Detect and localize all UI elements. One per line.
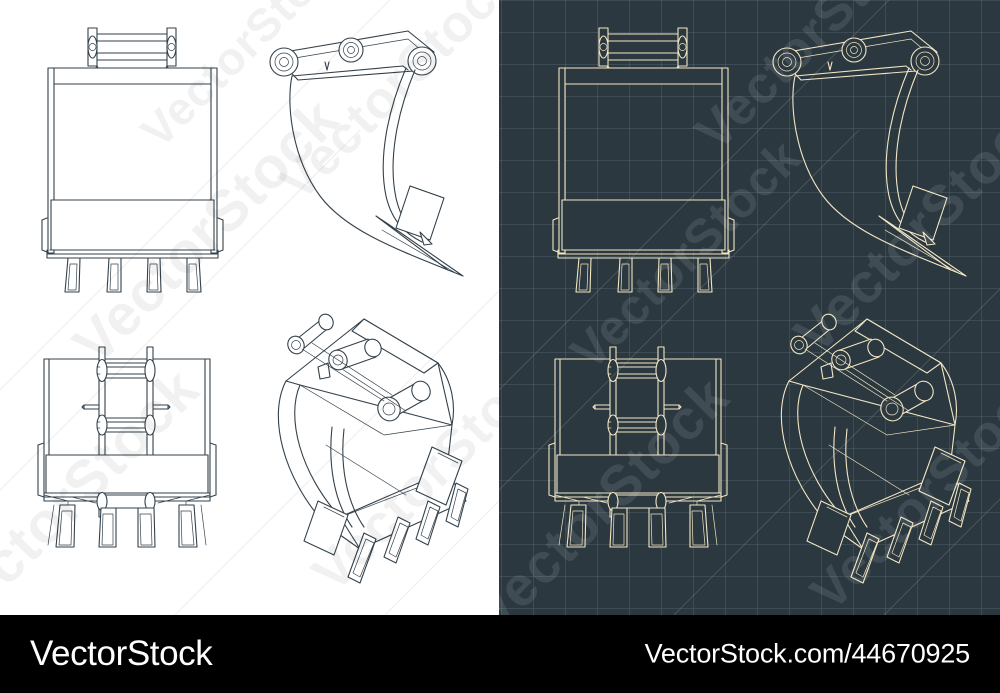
artwork-canvas: VectorStock VectorStock VectorStock Vect… <box>0 0 1000 615</box>
footer-bar: VectorStock VectorStock.com/44670925 <box>0 615 1000 693</box>
rear-view-drawing <box>34 345 234 573</box>
isometric-view-drawing-dark <box>759 305 997 595</box>
white-blueprint-panel: VectorStock VectorStock VectorStock Vect… <box>0 0 499 615</box>
side-view-drawing <box>258 18 486 286</box>
vectorstock-logo: VectorStock <box>30 634 213 673</box>
front-view-drawing-dark <box>541 22 746 293</box>
dark-blueprint-panel: VectorStock VectorStock VectorStock Vect… <box>499 0 1000 615</box>
isometric-view-drawing <box>256 305 494 595</box>
vectorstock-url: VectorStock.com/44670925 <box>644 638 971 669</box>
side-view-drawing-dark <box>761 18 989 286</box>
rear-view-drawing-dark <box>545 345 745 573</box>
front-view-drawing <box>30 22 235 293</box>
